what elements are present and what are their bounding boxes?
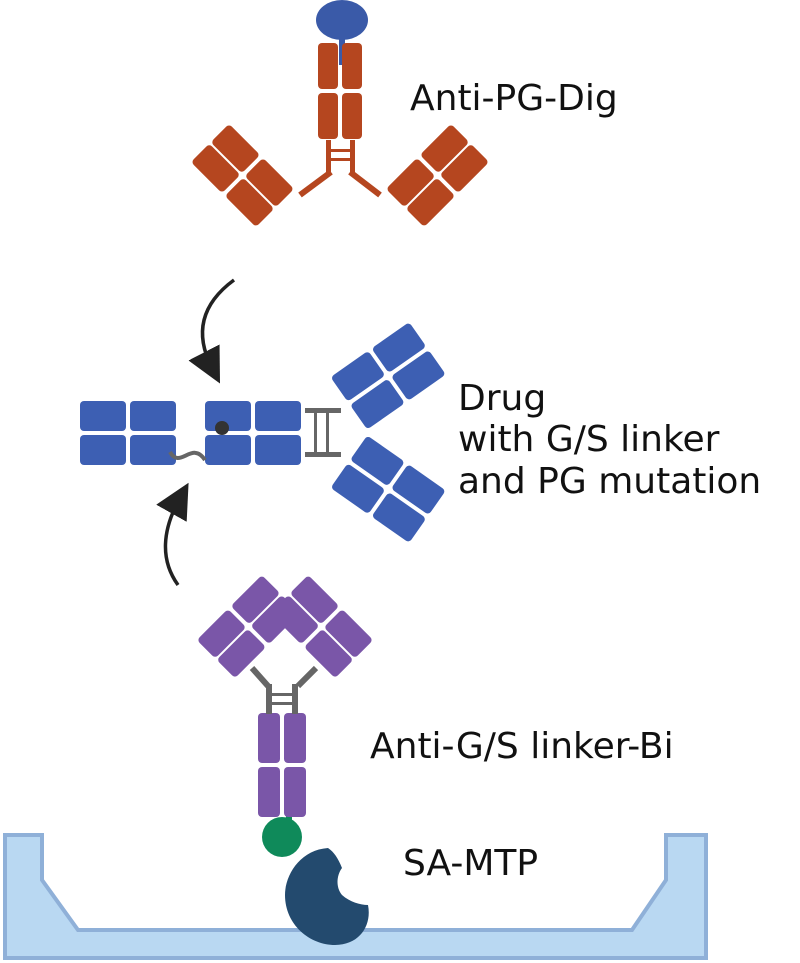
anti-pg-dig-antibody — [192, 0, 488, 226]
microtiter-plate-well — [3, 833, 708, 960]
label-drug-line2: with G/S linker — [458, 419, 720, 460]
label-anti-pg-dig: Anti-PG-Dig — [410, 78, 618, 119]
streptavidin-molecule — [285, 848, 369, 945]
label-drug-line1: Drug — [458, 378, 546, 419]
label-drug-line3: and PG mutation — [458, 461, 761, 502]
label-anti-gs-linker-bi: Anti-G/S linker-Bi — [370, 726, 674, 767]
anti-gs-linker-bi-antibody — [198, 576, 372, 857]
arrow-anti-gs-to-drug — [156, 482, 189, 587]
label-sa-mtp: SA-MTP — [403, 843, 538, 884]
arrow-anti-pg-to-drug — [188, 278, 236, 384]
drug-antibody — [80, 323, 445, 542]
